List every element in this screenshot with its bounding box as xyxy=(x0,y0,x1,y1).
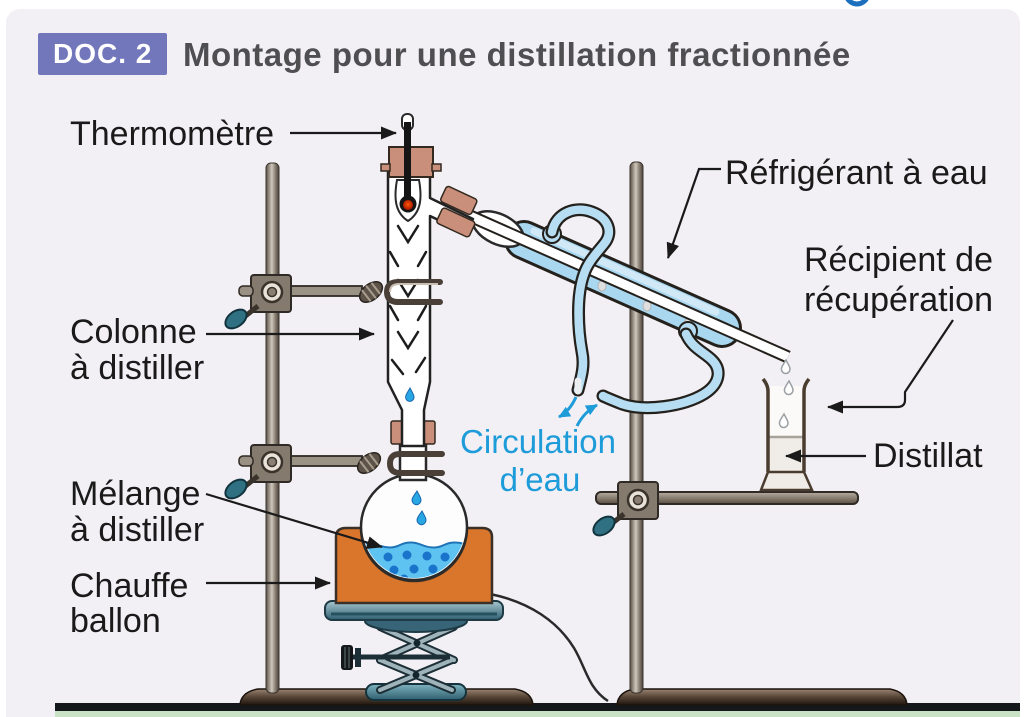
jack-crank-knob xyxy=(341,645,353,670)
label-recipient-1: Récipient de xyxy=(804,241,993,279)
clamp-jaw xyxy=(386,451,445,476)
drop-in-column xyxy=(405,386,415,402)
clamp-lower xyxy=(224,444,445,500)
label-refrigerant: Réfrigérant à eau xyxy=(725,154,988,192)
jack-pivot xyxy=(413,639,421,647)
stopper-flange-left xyxy=(380,163,391,172)
clamp-bar xyxy=(289,285,363,297)
inner-tube xyxy=(450,203,790,362)
water-hose-in xyxy=(596,327,725,415)
cylinder-wall-left xyxy=(761,377,770,472)
table-floor xyxy=(55,703,1020,717)
condenser-stopper-lower xyxy=(436,207,476,238)
label-chauffe-1: Chauffe xyxy=(70,567,188,605)
jacket-sheen xyxy=(530,227,720,316)
label-chauffe-2: ballon xyxy=(70,602,161,640)
water-in-arrow xyxy=(575,403,598,427)
clamp-jaw-highlight xyxy=(389,283,438,293)
floor-green-strip xyxy=(55,711,1020,717)
clamp-upper xyxy=(224,274,443,330)
water-hose-out xyxy=(545,203,616,397)
thumbscrew-handle xyxy=(592,515,616,537)
cylinder-wall-right xyxy=(802,377,811,472)
receiver-platform-bar xyxy=(595,491,859,505)
leader-lines xyxy=(205,126,954,590)
boss-ring-center xyxy=(266,456,278,468)
water-flow-arrows xyxy=(558,396,598,427)
leader-recipient xyxy=(827,319,954,414)
jack-crank-collar xyxy=(355,648,361,667)
condenser-fittings xyxy=(436,185,725,415)
power-cable xyxy=(489,592,609,703)
vigreux-column xyxy=(380,113,475,448)
cropped-circle-icon xyxy=(845,0,869,7)
diagram-labels: Thermomètre Réfrigérant à eau Récipient … xyxy=(70,115,993,640)
boss-nub xyxy=(238,455,254,467)
clamp-right xyxy=(592,481,659,537)
thumbscrew-handle xyxy=(224,478,248,500)
page-title: Montage pour une distillation fractionné… xyxy=(183,36,851,73)
thermometer-stem xyxy=(404,122,411,200)
label-circulation-2: d’eau xyxy=(500,461,581,498)
boss-ring-center xyxy=(266,286,278,298)
clamp-bar xyxy=(289,455,363,467)
condenser-stopper-upper xyxy=(440,185,478,216)
jack-pivot xyxy=(412,671,420,679)
leader-melange xyxy=(205,492,383,549)
thermometer xyxy=(399,113,417,213)
stopper-flange-right xyxy=(431,163,442,172)
distillate-liquid xyxy=(768,437,804,472)
thumbscrew-handle xyxy=(224,308,248,330)
falling-drops-in-flask xyxy=(411,489,427,526)
stand-bases xyxy=(239,688,908,706)
distillate-drops xyxy=(778,358,794,429)
doc-badge: DOC. 2 xyxy=(38,33,168,75)
cylinder-foot xyxy=(759,470,814,492)
condenser xyxy=(449,202,791,363)
water-out-arrow xyxy=(558,396,578,419)
clamp-knurl xyxy=(356,452,382,474)
table-edge xyxy=(55,703,1020,711)
label-recipient-2: récupération xyxy=(804,281,993,319)
label-colonne-1: Colonne xyxy=(70,313,197,351)
boss-ring-center xyxy=(632,494,644,506)
label-circulation-1: Circulation xyxy=(460,423,616,460)
label-melange-1: Mélange xyxy=(70,475,200,513)
label-thermometre: Thermomètre xyxy=(70,115,274,153)
leader-refrigerant xyxy=(666,167,721,259)
label-melange-2: à distiller xyxy=(70,511,204,549)
thermometer-bulb-red xyxy=(403,200,413,210)
stand-rod-left xyxy=(265,162,280,694)
stand-base-right xyxy=(616,688,908,706)
label-colonne-2: à distiller xyxy=(70,349,204,387)
boss-nub xyxy=(238,285,254,297)
clamp-jaw xyxy=(383,279,443,305)
clamp-knurl xyxy=(358,281,384,303)
vigreux-indentations xyxy=(388,224,428,376)
label-distillat: Distillat xyxy=(873,437,983,475)
graduated-cylinder xyxy=(759,358,814,492)
lab-jack xyxy=(324,600,504,701)
stand-rod-right xyxy=(629,161,644,694)
